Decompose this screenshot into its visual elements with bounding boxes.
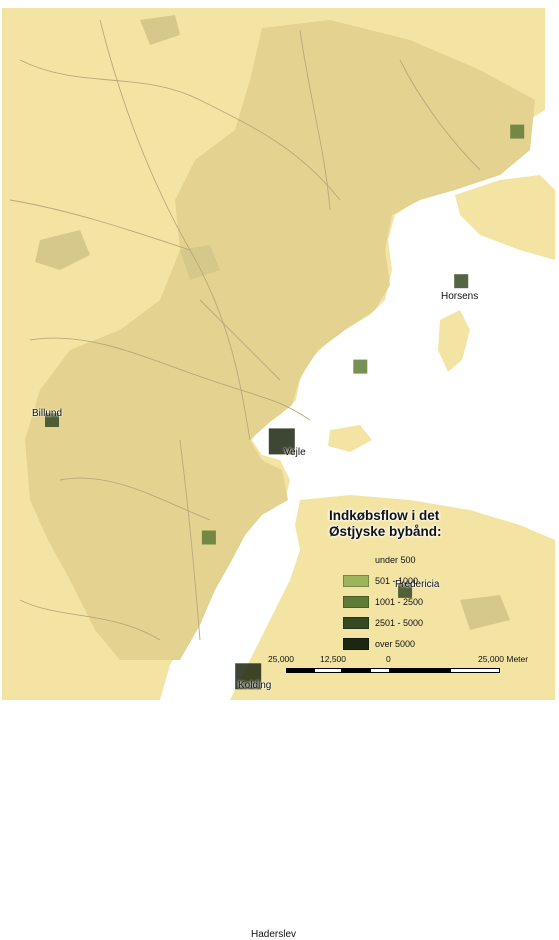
flow-cell bbox=[510, 124, 525, 139]
scale-segment bbox=[450, 668, 500, 673]
djursland-peninsula bbox=[455, 175, 555, 260]
city-label: Billund bbox=[32, 408, 63, 419]
small-island bbox=[328, 425, 372, 452]
scale-segment bbox=[390, 668, 450, 673]
scale-label: 12,500 bbox=[320, 654, 346, 664]
scale-label: 25,000 bbox=[268, 654, 294, 664]
road-network bbox=[9, 19, 481, 641]
flow-cell bbox=[45, 413, 59, 427]
legend-swatch bbox=[343, 554, 369, 566]
flow-cell bbox=[235, 663, 262, 690]
legend-item: over 5000 bbox=[343, 637, 415, 651]
scale-label: 25,000 Meter bbox=[478, 654, 529, 664]
samso-island bbox=[438, 310, 470, 372]
scale-segment bbox=[286, 668, 314, 673]
scale-segment bbox=[314, 668, 342, 673]
flow-cell bbox=[201, 530, 216, 545]
legend-title-line: Østjyske bybånd: bbox=[329, 524, 442, 539]
legend-swatch bbox=[343, 575, 369, 587]
flow-cell bbox=[353, 359, 368, 374]
legend-swatch bbox=[343, 596, 369, 608]
legend-swatch bbox=[343, 617, 369, 629]
legend-title-line: Indkøbsflow i det bbox=[329, 508, 440, 523]
legend-item: 1001 - 2500 bbox=[343, 595, 423, 609]
city-label: Kolding bbox=[238, 680, 272, 691]
legend-label: over 5000 bbox=[375, 639, 416, 649]
city-label: Vejle bbox=[284, 447, 306, 458]
legend-item: under 500 bbox=[343, 553, 416, 567]
legend-item: 2501 - 5000 bbox=[343, 616, 423, 630]
scale-label: 0 bbox=[386, 654, 391, 664]
funen-island bbox=[230, 495, 555, 700]
legend-label: 2501 - 5000 bbox=[375, 618, 424, 628]
region-band bbox=[25, 20, 535, 660]
city-label: Fredericia bbox=[395, 579, 440, 590]
flow-cell bbox=[268, 428, 295, 455]
legend-label: under 500 bbox=[375, 555, 416, 565]
urban-area bbox=[460, 595, 510, 630]
legend-swatch bbox=[343, 638, 369, 650]
legend-label: 501 - 1000 bbox=[375, 576, 419, 586]
legend-item: 501 - 1000 bbox=[343, 574, 418, 588]
urban-area bbox=[180, 245, 220, 280]
scale-segment bbox=[370, 668, 390, 673]
urban-area bbox=[140, 15, 180, 45]
city-label: Horsens bbox=[441, 291, 479, 302]
scale-bar: 25,000 12,500 0 25,000 Meter bbox=[268, 654, 538, 684]
urban-area bbox=[35, 230, 90, 270]
map-canvas[interactable] bbox=[0, 0, 559, 700]
flow-cell bbox=[398, 583, 413, 598]
flow-cell bbox=[454, 274, 469, 289]
legend-label: 1001 - 2500 bbox=[375, 597, 424, 607]
legend: Indkøbsflow i det Østjyske bybånd: under… bbox=[329, 508, 459, 650]
flow-grid bbox=[45, 124, 525, 690]
scale-segment bbox=[342, 668, 370, 673]
legend-title: Indkøbsflow i det Østjyske bybånd: bbox=[329, 508, 459, 540]
city-label: Haderslev bbox=[251, 929, 297, 940]
